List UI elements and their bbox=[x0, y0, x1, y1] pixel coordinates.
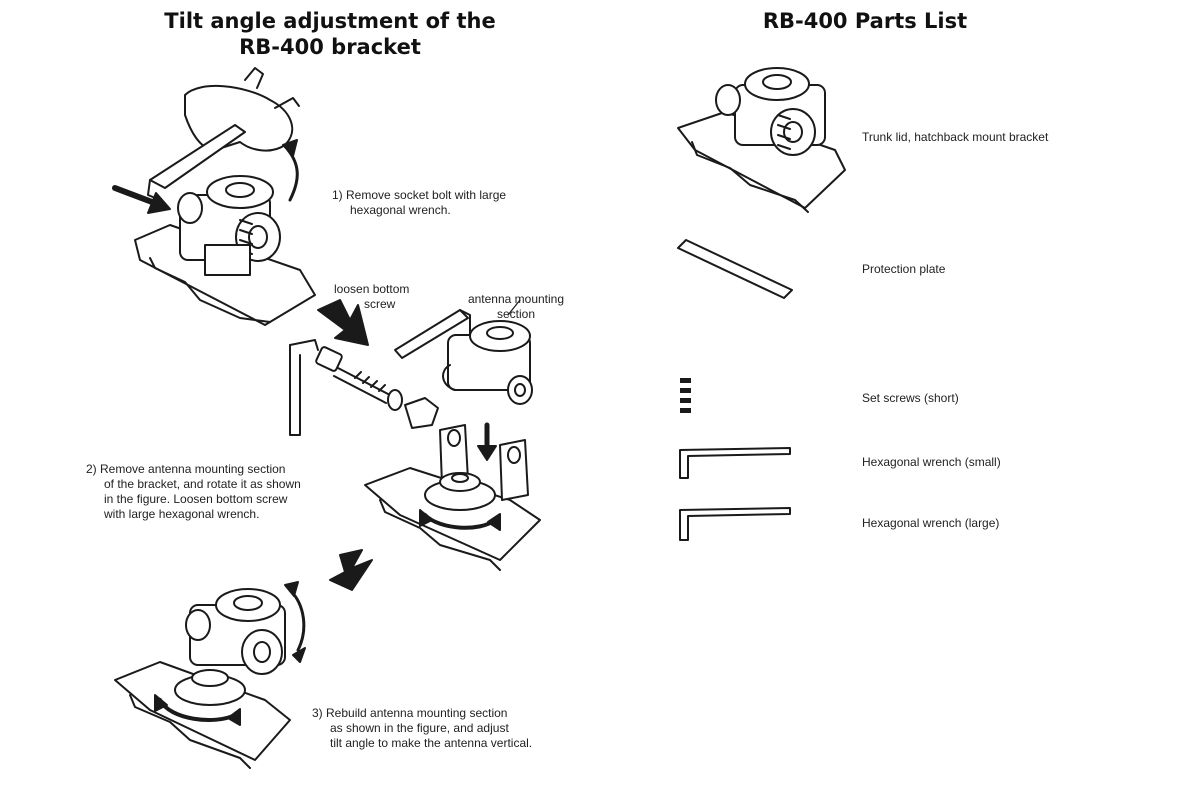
step3-line-3: tilt angle to make the antenna vertical. bbox=[330, 736, 533, 750]
adjustment-title-line-1: Tilt angle adjustment of the bbox=[164, 9, 496, 33]
antenna-line-2: section bbox=[496, 307, 536, 321]
step1-bracket-drawing bbox=[134, 175, 316, 326]
large-wrench-icon bbox=[679, 507, 791, 541]
down-arrow-1 bbox=[317, 299, 369, 346]
step2-bracket-drawing bbox=[364, 424, 541, 571]
step3-line-2: as shown in the figure, and adjust bbox=[330, 721, 509, 735]
antenna-line-1: antenna mounting bbox=[467, 292, 565, 306]
parts-list-title: RB-400 Parts List bbox=[762, 9, 968, 33]
down-arrow-2 bbox=[329, 549, 373, 591]
step3-rotate-arrows bbox=[154, 581, 306, 726]
step2-long-wrench-drawing bbox=[289, 339, 319, 436]
loosen-label: loosen bottom screw bbox=[334, 282, 409, 312]
set-screws-icon bbox=[680, 378, 691, 413]
step2-line-1: 2) Remove antenna mounting section bbox=[86, 462, 286, 476]
step3-line-1: 3) Rebuild antenna mounting section bbox=[312, 706, 508, 720]
adjustment-title-line-2: RB-400 bracket bbox=[239, 35, 421, 59]
step2-antenna-section-drawing bbox=[442, 299, 533, 405]
part-label-large-wrench: Hexagonal wrench (large) bbox=[862, 516, 1000, 530]
step2-down-arrow bbox=[477, 422, 497, 461]
step2-rotate-arrow bbox=[419, 509, 501, 531]
step1-line-2: hexagonal wrench. bbox=[350, 203, 451, 217]
step3-caption: 3) Rebuild antenna mounting section as s… bbox=[312, 706, 532, 751]
loosen-line-1: loosen bottom bbox=[334, 282, 410, 296]
step2-line-4: with large hexagonal wrench. bbox=[104, 507, 260, 521]
step1-hand-wrench-drawing bbox=[147, 67, 300, 202]
small-wrench-icon bbox=[679, 447, 791, 479]
adjustment-title: Tilt angle adjustment of the RB-400 brac… bbox=[120, 8, 540, 60]
loosen-line-2: screw bbox=[364, 297, 396, 311]
step2-bolt-drawing bbox=[315, 346, 439, 429]
step1-line-1: 1) Remove socket bolt with large bbox=[332, 188, 507, 202]
step2-caption: 2) Remove antenna mounting section of th… bbox=[86, 462, 301, 522]
plate-icon bbox=[677, 239, 793, 299]
part-label-small-wrench: Hexagonal wrench (small) bbox=[862, 455, 1001, 469]
step2-line-3: in the figure. Loosen bottom screw bbox=[104, 492, 288, 506]
step1-caption: 1) Remove socket bolt with large hexagon… bbox=[332, 188, 506, 218]
step2-line-2: of the bracket, and rotate it as shown bbox=[104, 477, 301, 491]
step1-push-arrow bbox=[112, 185, 171, 214]
part-label-bracket: Trunk lid, hatchback mount bracket bbox=[862, 130, 1049, 144]
bracket-icon bbox=[677, 67, 846, 213]
part-label-plate: Protection plate bbox=[862, 262, 946, 276]
step3-bracket-drawing bbox=[114, 588, 291, 769]
antenna-label: antenna mounting section bbox=[446, 292, 586, 322]
part-label-set-screws: Set screws (short) bbox=[862, 391, 959, 405]
